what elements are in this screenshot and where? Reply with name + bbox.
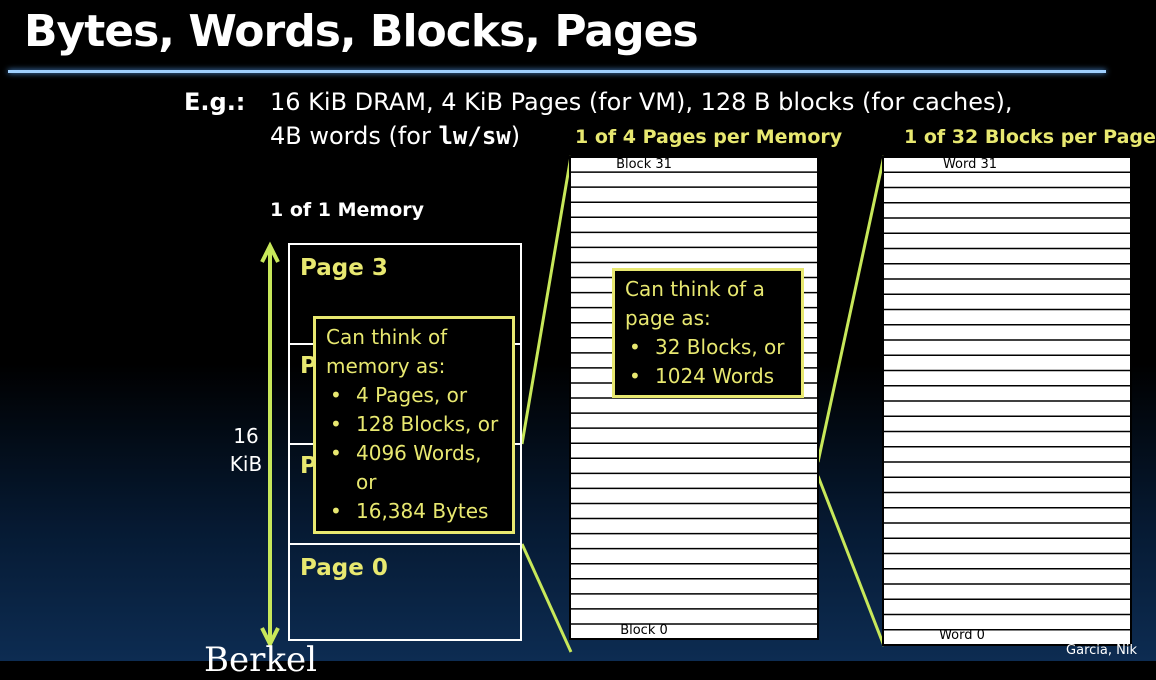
page-note-item: 1024 Words xyxy=(625,362,791,391)
size-arrow-head-bottom xyxy=(260,627,280,649)
slide-title: Bytes, Words, Blocks, Pages xyxy=(24,6,699,57)
memory-note: Can think of memory as: 4 Pages, or 128 … xyxy=(313,316,515,534)
example-line-2: 4B words (for lw/sw) xyxy=(270,122,520,150)
memory-heading: 1 of 1 Memory xyxy=(270,199,425,221)
example-line-2-suffix: ) xyxy=(510,122,521,150)
block-words-grid xyxy=(882,156,1132,646)
example-line-1: 16 KiB DRAM, 4 KiB Pages (for VM), 128 B… xyxy=(270,88,1013,116)
page-note-item: 32 Blocks, or xyxy=(625,333,791,362)
connector-lines xyxy=(260,155,886,653)
page-note: Can think of a page as: 32 Blocks, or 10… xyxy=(612,268,804,398)
connector-top-left xyxy=(520,155,573,445)
page-note-list: 32 Blocks, or 1024 Words xyxy=(625,333,791,391)
memory-note-heading-2: memory as: xyxy=(326,354,446,378)
example-line-2-prefix: 4B words (for xyxy=(270,122,439,150)
page-divider xyxy=(290,543,520,545)
memory-note-item: 128 Blocks, or xyxy=(326,410,502,439)
page-blocks-grid xyxy=(569,156,819,640)
page-2-label: P xyxy=(300,353,317,379)
memory-note-item-text: 4096 Words, xyxy=(356,441,482,465)
page-note-heading-2: page as: xyxy=(625,306,711,330)
footer-cut-text: Berkel xyxy=(204,640,317,680)
memory-note-item-continuation: or xyxy=(356,470,377,494)
example-line-2-code: lw/sw xyxy=(438,122,511,150)
memory-note-list: 4 Pages, or 128 Blocks, or 4096 Words, or… xyxy=(326,381,502,526)
block-31-label: Block 31 xyxy=(616,157,672,172)
page-view-heading: 1 of 4 Pages per Memory xyxy=(575,126,843,148)
page-3-label: Page 3 xyxy=(300,255,388,281)
connector-top-right xyxy=(816,155,886,463)
footer-credit: Garcia, Nik xyxy=(1066,643,1137,658)
page-0-label: Page 0 xyxy=(300,555,388,581)
memory-note-item: 4096 Words, or xyxy=(326,439,502,497)
connector-bottom-right xyxy=(816,475,886,647)
page-note-heading-1: Can think of a xyxy=(625,277,765,301)
memory-size-unit: KiB xyxy=(229,452,263,476)
size-arrow-head-top xyxy=(260,241,280,263)
memory-size-label: 16 KiB xyxy=(228,422,264,478)
memory-size-value: 16 xyxy=(233,424,259,448)
word-31-label: Word 31 xyxy=(942,157,998,172)
block-view-heading: 1 of 32 Blocks per Page xyxy=(904,126,1156,148)
page-blocks-lines xyxy=(569,156,819,640)
block-0-label: Block 0 xyxy=(620,623,668,638)
word-0-label: Word 0 xyxy=(939,628,985,643)
example-label: E.g.: xyxy=(184,88,246,116)
memory-note-heading-1: Can think of xyxy=(326,325,448,349)
title-underline xyxy=(8,70,1106,73)
connector-bottom-left xyxy=(520,543,573,653)
memory-note-item: 4 Pages, or xyxy=(326,381,502,410)
block-words-lines xyxy=(882,156,1132,646)
page-1-label: P xyxy=(300,453,317,479)
memory-note-item: 16,384 Bytes xyxy=(326,497,502,526)
